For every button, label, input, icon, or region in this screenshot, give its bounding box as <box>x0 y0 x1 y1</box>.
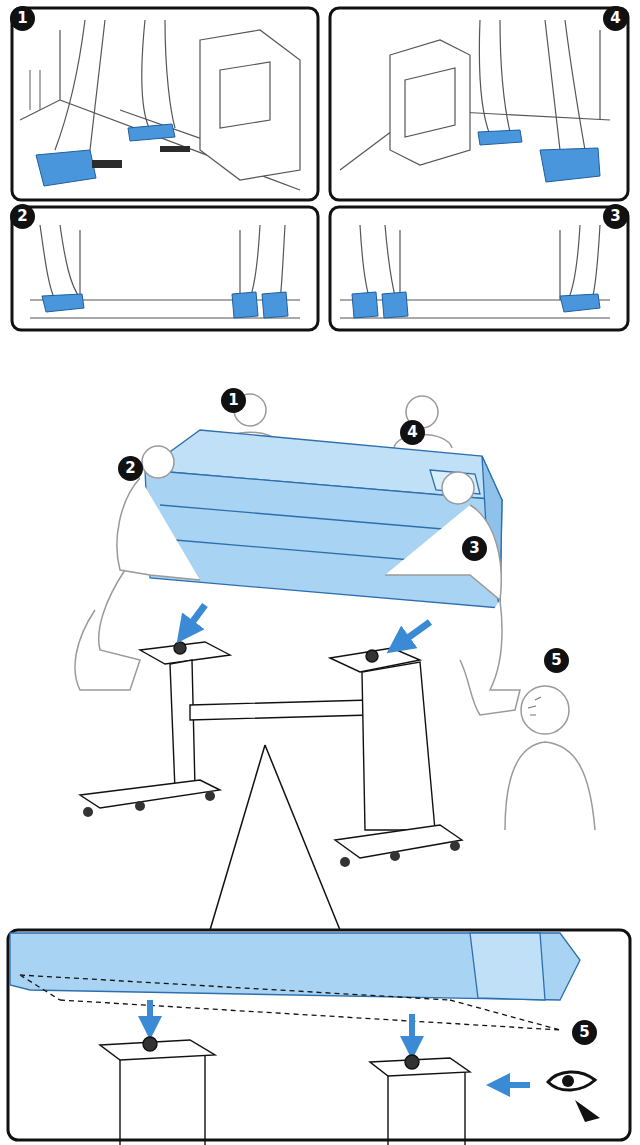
callout-number: 4 <box>407 425 417 440</box>
caster <box>83 791 460 867</box>
panel-frame <box>12 8 628 330</box>
panel-two-scene <box>30 225 300 318</box>
stand-top <box>100 1037 470 1145</box>
handle <box>352 292 600 318</box>
face <box>528 697 541 715</box>
stand <box>80 642 462 858</box>
eye-icon <box>548 1072 600 1122</box>
callout-number: 1 <box>17 11 27 26</box>
printer <box>145 430 502 608</box>
panel-three-scene <box>340 225 610 318</box>
callout-badge: 4 <box>603 6 628 31</box>
dashed-outline <box>20 975 560 1030</box>
handle <box>478 130 600 182</box>
inset-frame <box>8 930 630 1140</box>
callout-number: 1 <box>228 393 238 408</box>
callout-badge: 3 <box>462 536 487 561</box>
callout-number: 5 <box>579 1025 589 1040</box>
placement-arrow <box>150 1000 530 1085</box>
callout-number: 2 <box>17 209 27 224</box>
callout-badge: 5 <box>572 1020 597 1045</box>
callout-badge: 3 <box>603 204 628 229</box>
callout-badge: 5 <box>544 648 569 673</box>
callout-badge: 2 <box>118 456 143 481</box>
callout-badge: 4 <box>400 420 425 445</box>
placement-arrow <box>185 605 430 645</box>
person <box>75 446 595 830</box>
zoom-line <box>210 745 340 930</box>
handle <box>36 124 175 186</box>
handle <box>42 292 288 318</box>
callout-number: 3 <box>469 541 479 556</box>
callout-number: 2 <box>125 461 135 476</box>
inset-printer <box>10 933 580 1000</box>
callout-badge: 1 <box>10 6 35 31</box>
callout-number: 3 <box>610 209 620 224</box>
panel-one-scene <box>20 20 300 190</box>
vent <box>92 146 190 168</box>
callout-badge: 2 <box>10 204 35 229</box>
callout-badge: 1 <box>221 388 246 413</box>
callout-number: 5 <box>551 653 561 668</box>
panel-four-scene <box>340 20 610 170</box>
callout-number: 4 <box>610 11 620 26</box>
